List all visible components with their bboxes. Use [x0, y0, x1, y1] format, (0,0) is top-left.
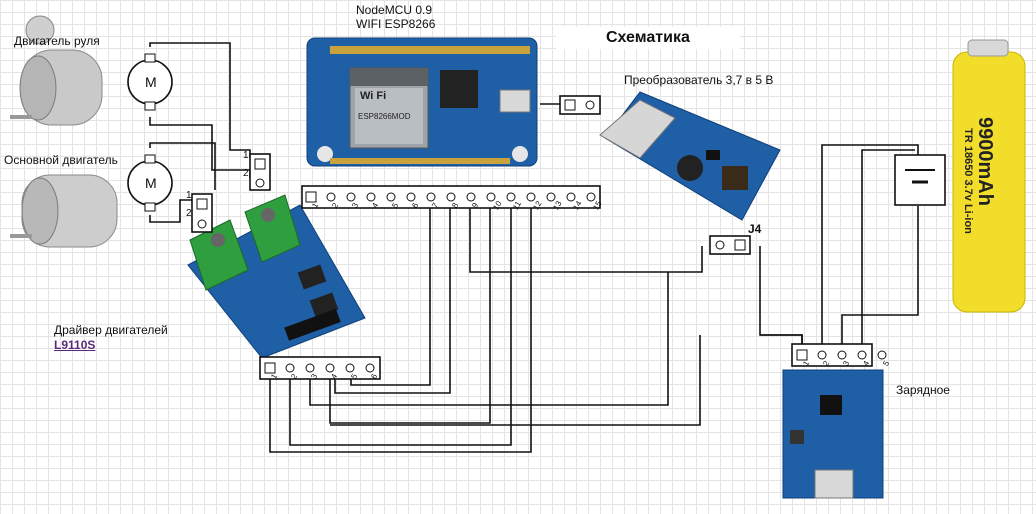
main-motor-connector: [191, 193, 213, 233]
driver-model-link[interactable]: L9110S: [54, 338, 96, 352]
nodemcu-header-pin-4: [366, 192, 376, 202]
driver-header-pin-4: [325, 363, 335, 373]
wifi-chip-text: Wi Fi: [360, 90, 387, 102]
battery-photo: [952, 39, 1026, 313]
nodemcu-header-pin-14: [566, 192, 576, 202]
battery-symbol: [894, 154, 946, 206]
main-motor-symbol-letter: M: [145, 175, 157, 191]
main-motor-photo: [10, 174, 118, 248]
steering-motor-symbol-letter: M: [145, 74, 157, 90]
driver-header-pin-2: [285, 363, 295, 373]
steering-connector-pin-label-1: 1: [243, 150, 249, 161]
steering-connector: [249, 153, 271, 191]
nodemcu-header-pin-15: [586, 192, 596, 202]
steering-motor-symbol: [127, 53, 173, 111]
page-title: Схематика: [556, 27, 740, 49]
charger-label: Зарядное: [896, 383, 950, 397]
nodemcu-header-pin-5: [386, 192, 396, 202]
charger-board: [782, 369, 884, 499]
nodemcu-header-pin-11: [506, 192, 516, 202]
nodemcu-board: [306, 37, 538, 167]
driver-header-pin-5: [345, 363, 355, 373]
nodemcu-header-pin-10: [486, 192, 496, 202]
nodemcu-header-pin-1: [305, 191, 317, 203]
driver-board: [187, 194, 366, 359]
main-motor-symbol: [127, 154, 173, 212]
wires: [149, 42, 919, 453]
converter-connector: [559, 95, 601, 115]
nodemcu-header: [301, 185, 601, 209]
converter-label: Преобразователь 3,7 в 5 В: [624, 73, 774, 87]
nodemcu-header-pin-8: [446, 192, 456, 202]
driver-header: [259, 356, 381, 380]
driver-header-pin-3: [305, 363, 315, 373]
nodemcu-header-pin-9: [466, 192, 476, 202]
j4-connector: [709, 235, 751, 255]
driver-header-pin-1: [264, 362, 276, 374]
nodemcu-header-pin-2: [326, 192, 336, 202]
steering-motor-photo: [10, 15, 103, 126]
charger-header-pin-2: [817, 350, 827, 360]
j4-label: J4: [748, 222, 762, 236]
nodemcu-header-pin-13: [546, 192, 556, 202]
nodemcu-label-line1: NodeMCU 0.9: [356, 3, 433, 17]
converter-board: [599, 91, 781, 221]
nodemcu-header-pin-6: [406, 192, 416, 202]
battery-capacity-text: 9900mAh: [973, 117, 996, 206]
battery-model-text: TR 18650 3.7v Li-ion: [961, 128, 974, 234]
esp-module-text: ESP8266MOD: [358, 112, 411, 121]
charger-header-pin-4: [857, 350, 867, 360]
driver-header-pin-6: [365, 363, 375, 373]
charger-header-pin-3: [837, 350, 847, 360]
nodemcu-header-pin-7: [426, 192, 436, 202]
charger-header-pin-5: [877, 350, 887, 360]
charger-header-pin-1: [796, 349, 808, 361]
main-motor-connector-pin-label-2: 2: [186, 208, 192, 219]
charger-header: [791, 343, 887, 367]
main-motor-connector-pin-label-1: 1: [186, 190, 192, 201]
nodemcu-header-pin-12: [526, 192, 536, 202]
steering-connector-pin-label-2: 2: [243, 168, 249, 179]
nodemcu-label-line2: WIFI ESP8266: [356, 17, 436, 31]
main-motor-label: Основной двигатель: [4, 153, 118, 167]
nodemcu-header-pin-3: [346, 192, 356, 202]
driver-label-line1: Драйвер двигателей: [54, 323, 168, 337]
steering-motor-label: Двигатель руля: [14, 34, 100, 48]
